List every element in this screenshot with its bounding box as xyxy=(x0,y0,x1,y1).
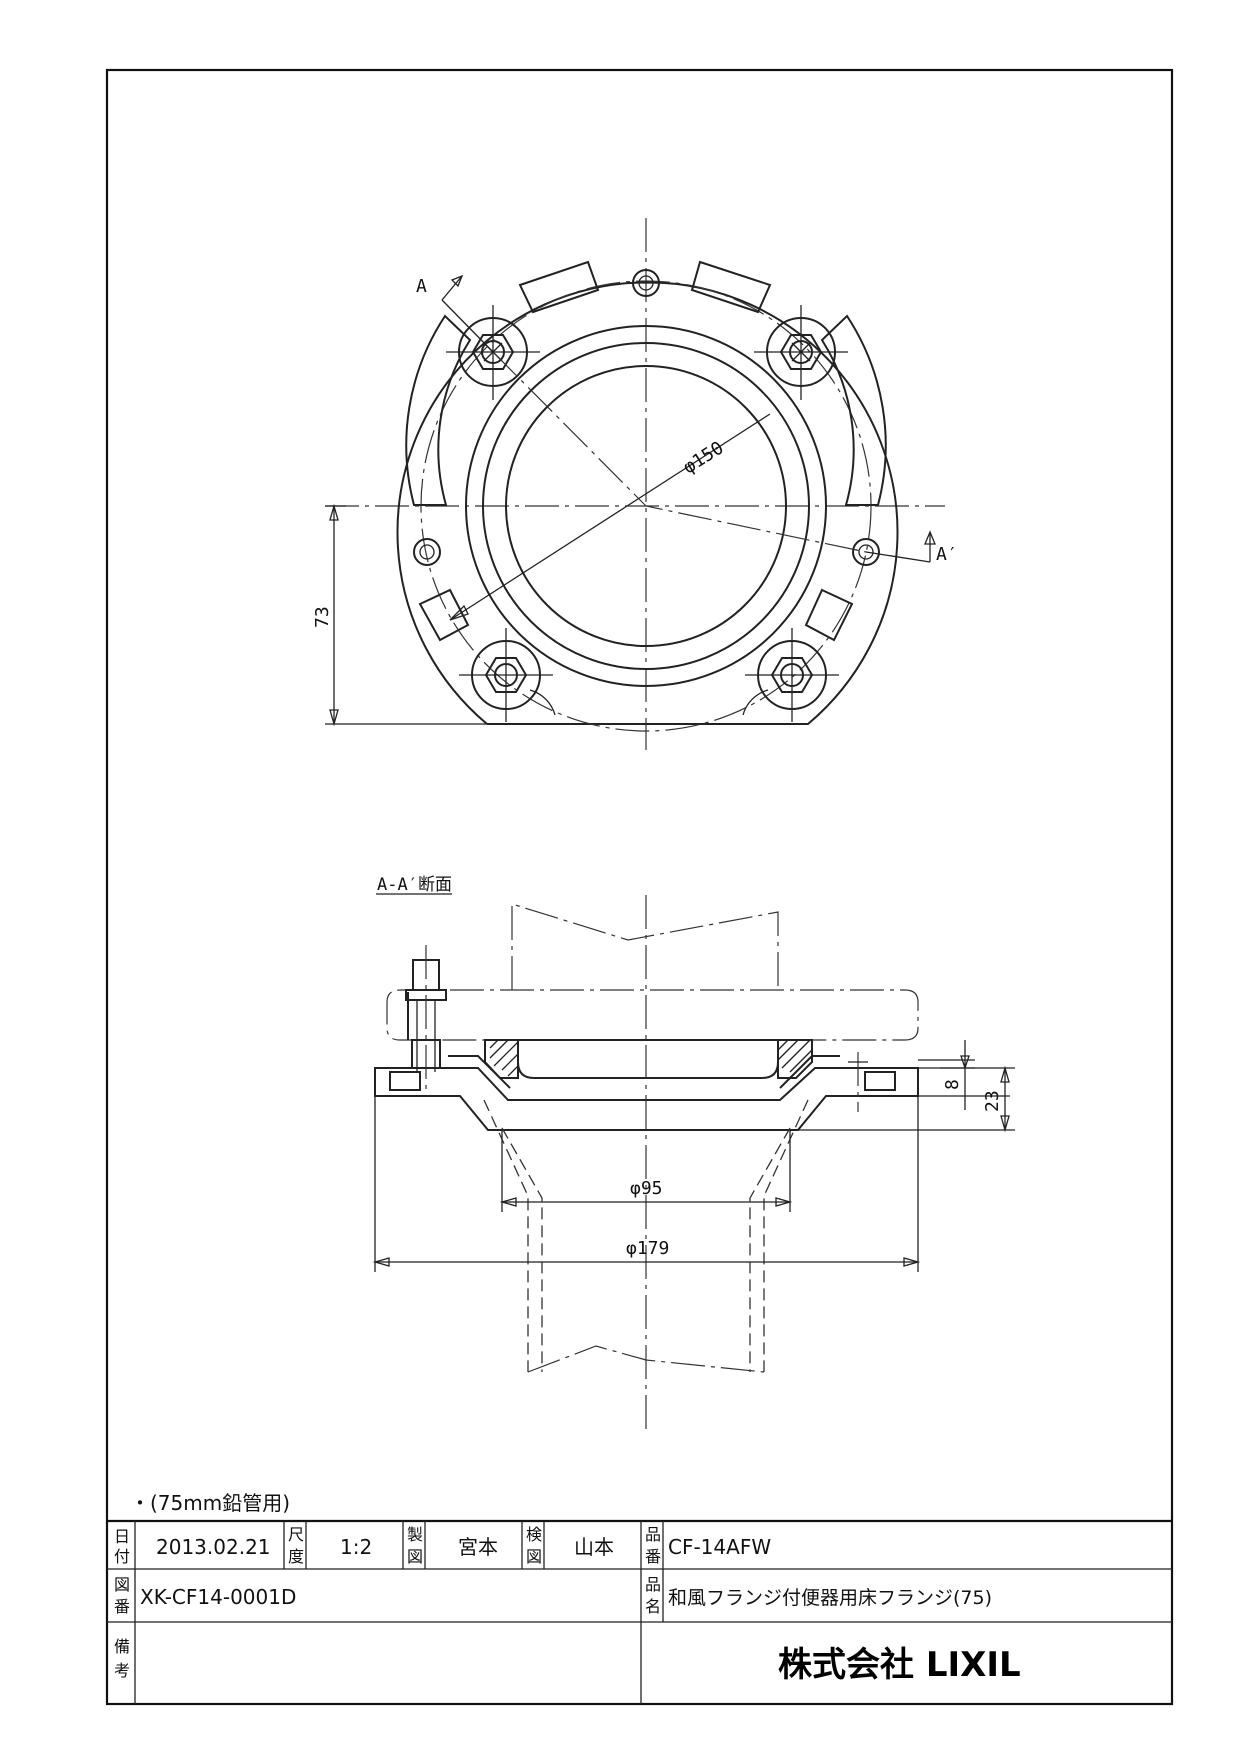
plan-view: A A′ φ150 73 xyxy=(312,218,958,750)
svg-text:番: 番 xyxy=(645,1547,661,1566)
toilet-flange-phantom xyxy=(386,989,919,1041)
svg-text:図: 図 xyxy=(407,1547,423,1566)
note-lead-pipe: ・(75mm鉛管用) xyxy=(130,1491,290,1515)
plan-notch-top-right xyxy=(690,260,772,314)
svg-text:品: 品 xyxy=(645,1525,661,1544)
gasket-left xyxy=(484,1039,519,1079)
dim-line-diameter-150 xyxy=(449,413,771,621)
plan-ring-3 xyxy=(505,365,787,647)
plan-notch-bottom-left xyxy=(418,588,470,642)
section-mark-a: A xyxy=(416,276,427,297)
scale-value: 1:2 xyxy=(340,1535,372,1559)
svg-text:図: 図 xyxy=(526,1547,542,1566)
plan-ring-1 xyxy=(465,325,827,687)
svg-text:名: 名 xyxy=(645,1597,661,1616)
dim-8: 8 xyxy=(942,1079,963,1090)
drawing-frame xyxy=(105,68,1174,1706)
dim-diameter-95: φ95 xyxy=(630,1178,663,1199)
section-line-a-a xyxy=(492,351,867,553)
gasket-right xyxy=(777,1039,813,1079)
plan-slot-left xyxy=(405,314,472,506)
date-value: 2013.02.21 xyxy=(156,1535,271,1559)
hole-right xyxy=(852,538,880,566)
svg-text:品: 品 xyxy=(645,1575,661,1594)
svg-text:図: 図 xyxy=(114,1575,130,1594)
dim-23: 23 xyxy=(982,1090,1003,1112)
bolt-bottom-right xyxy=(742,640,827,716)
dim-diameter-179: φ179 xyxy=(626,1238,669,1259)
plan-outer-outline xyxy=(396,281,899,725)
drawing-no-value: XK-CF14-0001D xyxy=(140,1585,296,1609)
section-view: A-A′断面 xyxy=(372,875,1015,1430)
svg-text:考: 考 xyxy=(114,1661,130,1680)
dim-height-73: 73 xyxy=(312,606,333,628)
svg-text:製: 製 xyxy=(407,1525,423,1544)
section-mark-a-prime: A′ xyxy=(936,544,958,565)
svg-text:度: 度 xyxy=(288,1547,304,1566)
section-title: A-A′断面 xyxy=(377,875,452,895)
plan-slot-right xyxy=(820,314,887,506)
hole-top xyxy=(628,269,664,297)
svg-text:番: 番 xyxy=(114,1597,130,1616)
lead-pipe-hidden xyxy=(501,1127,543,1372)
drawn-by-value: 宮本 xyxy=(458,1535,498,1559)
dim-diameter-150: φ150 xyxy=(680,437,728,478)
part-name-value: 和風フランジ付便器用床フランジ(75) xyxy=(668,1587,992,1609)
toilet-outlet-phantom xyxy=(511,903,779,990)
plan-notch-top-left xyxy=(518,260,600,314)
company-logo: 株式会社 LIXIL xyxy=(778,1645,1021,1685)
part-no-value: CF-14AFW xyxy=(668,1535,771,1559)
title-block: 日付 尺度 製図 検図 品番 図番 品名 備考 2013.02.21 1:2 宮… xyxy=(107,1519,1172,1704)
svg-text:付: 付 xyxy=(114,1547,130,1566)
hole-left xyxy=(413,538,441,566)
checked-by-value: 山本 xyxy=(574,1535,614,1559)
plan-notch-bottom-right xyxy=(804,588,854,642)
plan-ring-2 xyxy=(482,342,810,670)
svg-text:日: 日 xyxy=(114,1527,130,1546)
svg-text:尺: 尺 xyxy=(288,1525,304,1544)
section-bolt xyxy=(405,945,447,1090)
svg-text:備: 備 xyxy=(114,1637,130,1656)
svg-text:検: 検 xyxy=(526,1525,542,1544)
